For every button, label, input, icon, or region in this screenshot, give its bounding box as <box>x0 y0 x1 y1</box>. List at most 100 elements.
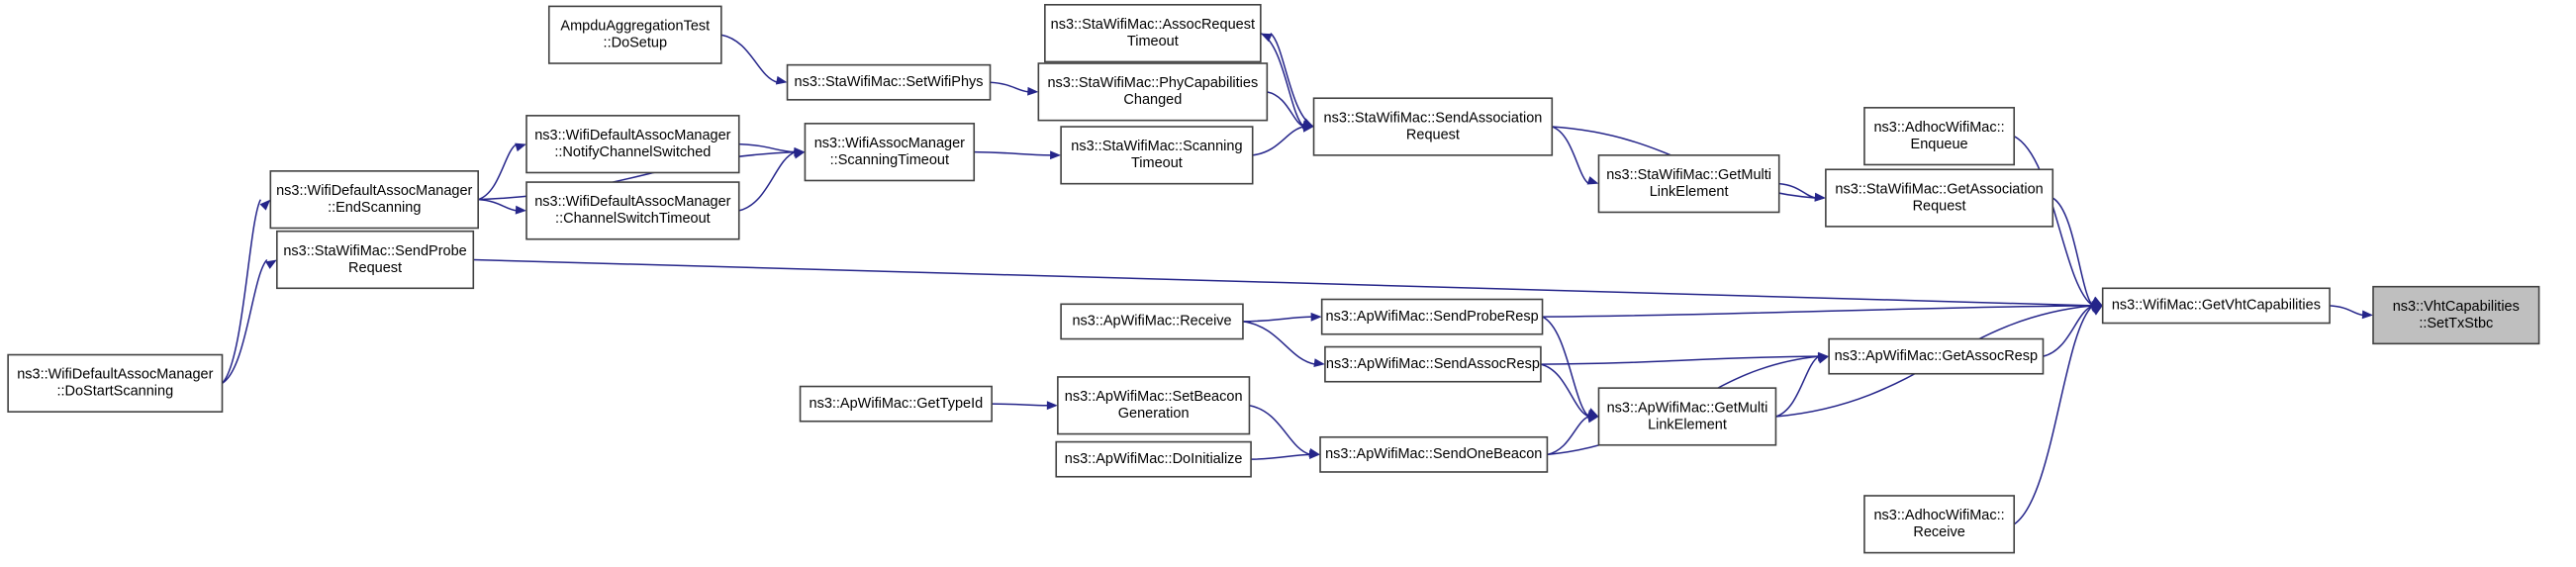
edge-arrowhead <box>1027 86 1039 96</box>
node-label: ns3::StaWifiMac::SendAssociation <box>1324 110 1543 126</box>
edge-arrowhead <box>775 75 788 85</box>
call-edge <box>222 258 268 384</box>
node-label: LinkElement <box>1650 184 1729 200</box>
edge-arrowhead <box>1586 176 1599 185</box>
node-box[interactable] <box>269 170 479 230</box>
node-label: ns3::StaWifiMac::AssocRequest <box>1051 17 1255 33</box>
node-box[interactable] <box>525 115 740 174</box>
node-label: ns3::WifiAssocManager <box>814 136 965 151</box>
graph-node[interactable]: ns3::WifiMac::GetVhtCapabilities <box>2101 287 2331 325</box>
edge-arrowhead <box>1308 450 1321 459</box>
call-edge <box>221 199 261 384</box>
node-label: ns3::StaWifiMac::SendProbe <box>283 243 466 259</box>
node-label: ns3::AdhocWifiMac:: <box>1873 120 2004 136</box>
call-edge <box>1242 321 1316 365</box>
node-label: ns3::ApWifiMac::DoInitialize <box>1065 451 1243 467</box>
node-box[interactable] <box>799 385 993 423</box>
node-label: ::ScanningTimeout <box>830 152 949 168</box>
graph-node[interactable]: ns3::ApWifiMac::GetAssocResp <box>1828 337 2045 375</box>
node-label: Request <box>348 260 402 276</box>
node-label: ns3::WifiDefaultAssocManager <box>534 128 730 143</box>
node-box[interactable] <box>1044 4 1262 63</box>
node-label: Receive <box>1913 524 1964 540</box>
node-label: ns3::WifiMac::GetVhtCapabilities <box>2112 298 2321 314</box>
call-edge <box>720 34 778 83</box>
node-box[interactable] <box>1312 97 1554 156</box>
node-box[interactable] <box>1597 387 1777 446</box>
node-box[interactable] <box>1863 495 2016 554</box>
node-label: ::SetTxStbc <box>2419 316 2493 331</box>
node-label: ::ChannelSwitchTimeout <box>555 211 711 227</box>
graph-node[interactable]: ns3::AdhocWifiMac::Receive <box>1863 495 2016 554</box>
node-label: Request <box>1406 127 1460 142</box>
node-box[interactable] <box>804 123 976 182</box>
node-label: Changed <box>1123 92 1182 108</box>
graph-node[interactable]: AmpduAggregationTest::DoSetup <box>547 5 722 64</box>
node-box[interactable] <box>1060 303 1244 340</box>
graph-node[interactable]: ns3::ApWifiMac::DoInitialize <box>1055 440 1252 478</box>
node-box[interactable] <box>2372 285 2540 345</box>
call-edge <box>1252 126 1304 156</box>
node-box[interactable] <box>1324 345 1542 383</box>
call-edge <box>2013 305 2094 525</box>
graph-node[interactable]: ns3::ApWifiMac::SendAssocResp <box>1324 345 1542 383</box>
graph-node[interactable]: ns3::AdhocWifiMac::Enqueue <box>1863 107 2016 166</box>
node-box[interactable] <box>7 353 224 413</box>
node-box[interactable] <box>1057 376 1251 435</box>
node-box[interactable] <box>786 63 992 101</box>
node-box[interactable] <box>276 230 475 290</box>
node-label: ns3::ApWifiMac::GetTypeId <box>810 396 984 412</box>
node-label: ns3::StaWifiMac::PhyCapabilities <box>1047 75 1258 91</box>
node-box[interactable] <box>547 5 722 64</box>
edge-arrowhead <box>1260 33 1273 43</box>
node-label: ::EndScanning <box>328 200 421 216</box>
call-edge <box>1547 416 1589 456</box>
graph-node[interactable]: ns3::WifiDefaultAssocManager::NotifyChan… <box>525 115 740 174</box>
graph-node[interactable]: ns3::ApWifiMac::GetTypeId <box>799 385 993 423</box>
call-edge <box>2330 305 2364 317</box>
node-box[interactable] <box>1319 435 1549 473</box>
edge-arrowhead <box>515 205 526 215</box>
graph-node[interactable]: ns3::WifiAssocManager::ScanningTimeout <box>804 123 976 182</box>
call-edge <box>1552 126 1589 185</box>
edge-arrowhead <box>1814 192 1826 202</box>
graph-node[interactable]: ns3::ApWifiMac::Receive <box>1060 303 1244 340</box>
call-edge <box>990 81 1029 93</box>
call-edge <box>1775 355 1820 418</box>
node-box[interactable] <box>525 181 740 240</box>
graph-node[interactable]: ns3::ApWifiMac::SendOneBeacon <box>1319 435 1549 473</box>
call-edge <box>1540 355 1820 365</box>
call-edge <box>1267 91 1304 128</box>
node-box[interactable] <box>2101 287 2331 325</box>
call-edge <box>1540 363 1589 418</box>
node-box[interactable] <box>1597 154 1780 214</box>
node-box[interactable] <box>1320 298 1544 335</box>
graph-node[interactable]: ns3::StaWifiMac::SetWifiPhys <box>786 63 992 101</box>
node-label: Generation <box>1118 406 1190 422</box>
graph-node[interactable]: ns3::VhtCapabilities::SetTxStbc <box>2372 285 2540 345</box>
node-box[interactable] <box>1863 107 2016 166</box>
node-label: ns3::ApWifiMac::GetAssocResp <box>1835 348 2039 364</box>
graph-node[interactable]: ns3::WifiDefaultAssocManager::DoStartSca… <box>7 353 224 413</box>
node-box[interactable] <box>1055 440 1252 478</box>
graph-node[interactable]: ns3::StaWifiMac::ScanningTimeout <box>1060 126 1254 185</box>
node-box[interactable] <box>1825 168 2054 228</box>
call-edge <box>473 258 2093 307</box>
node-box[interactable] <box>1037 62 1269 122</box>
node-box[interactable] <box>1060 126 1254 185</box>
graph-node[interactable]: ns3::WifiDefaultAssocManager::EndScannin… <box>269 170 479 230</box>
graph-node[interactable]: ns3::ApWifiMac::SendProbeResp <box>1320 298 1544 335</box>
call-edge <box>1249 405 1311 456</box>
node-label: ns3::StaWifiMac::SetWifiPhys <box>795 74 984 90</box>
graph-node[interactable]: ns3::WifiDefaultAssocManager::ChannelSwi… <box>525 181 740 240</box>
node-box[interactable] <box>1828 337 2045 375</box>
